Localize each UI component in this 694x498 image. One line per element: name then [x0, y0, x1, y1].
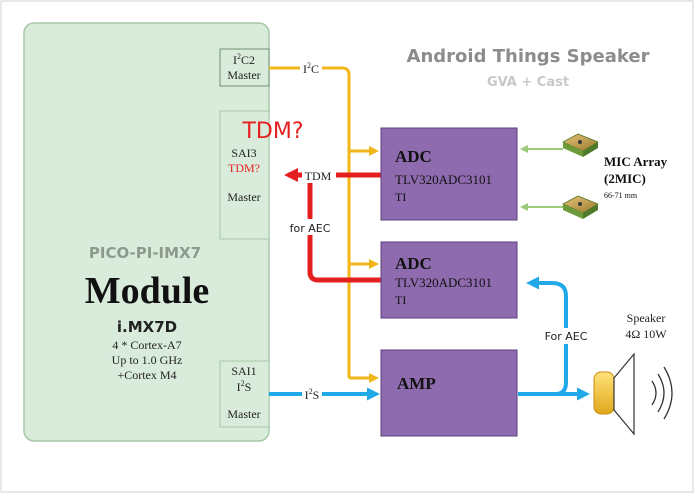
sai3-port-box [219, 110, 270, 240]
port-i2c2-mode: Master [227, 68, 260, 82]
module-board-name: PICO-PI-IMX7 [89, 244, 201, 262]
mic-array-label: MIC Array [604, 154, 668, 169]
adc2-block [380, 241, 518, 319]
diagram-title: Android Things Speaker [407, 46, 650, 67]
for-aec-right-label: For AEC [545, 330, 588, 343]
tdm-bus-label: TDM [305, 169, 332, 183]
i2s-bus-lines [269, 276, 590, 401]
port-sai1-i2s: I2S [237, 379, 252, 394]
tdm-label-bg [302, 167, 336, 183]
aec-right-label-bg [539, 328, 593, 344]
diagram-subtitle: GVA + Cast [487, 75, 569, 90]
adc1-title: ADC [395, 147, 432, 166]
port-sai1-label: SAI1 [231, 364, 256, 378]
speaker-icon [593, 352, 673, 436]
adc1-block [380, 127, 518, 221]
module-spec-m4: +Cortex M4 [117, 368, 176, 382]
port-sai3-tdm: TDM? [228, 161, 260, 175]
amp-title: AMP [397, 374, 436, 393]
module-spec-cores: 4 * Cortex-A7 [112, 338, 181, 352]
adc2-title: ADC [395, 254, 432, 273]
mic-chip-icon [562, 133, 599, 157]
mic-chip-icon [562, 195, 599, 219]
tdm-question-overlay: TDM? [241, 119, 303, 144]
module-spec-freq: Up to 1.0 GHz [112, 353, 183, 367]
adc1-vendor: TI [395, 190, 406, 204]
mic-count-label: (2MIC) [604, 171, 646, 186]
speaker-spec: 4Ω 10W [625, 327, 667, 341]
adc2-vendor: TI [395, 293, 406, 307]
module-name: Module [85, 270, 210, 312]
amp-block [380, 349, 518, 437]
speaker-label: Speaker [627, 311, 666, 325]
i2s-label-bg [302, 386, 322, 402]
port-sai3-mode: Master [227, 190, 260, 204]
port-sai3-label: SAI3 [231, 146, 256, 160]
mic-spacing-label: 66-71 mm [604, 191, 638, 200]
i2c2-port-box [219, 48, 270, 87]
module-chip: i.MX7D [117, 318, 177, 336]
port-i2c2-label: I2C2 [233, 52, 255, 67]
for-aec-left-label: for AEC [290, 222, 331, 235]
i2c-bus-label: I2C [303, 61, 319, 76]
port-sai1-mode: Master [227, 407, 260, 421]
sai1-port-box [219, 360, 270, 428]
i2s-bus-label: I2S [305, 387, 320, 402]
aec-left-label-bg [286, 219, 334, 235]
mic-signal-lines [520, 145, 563, 211]
i2c-label-bg [300, 60, 322, 76]
adc2-part: TLV320ADC3101 [395, 275, 492, 290]
adc1-part: TLV320ADC3101 [395, 172, 492, 187]
i2c-bus-lines [269, 66, 379, 383]
